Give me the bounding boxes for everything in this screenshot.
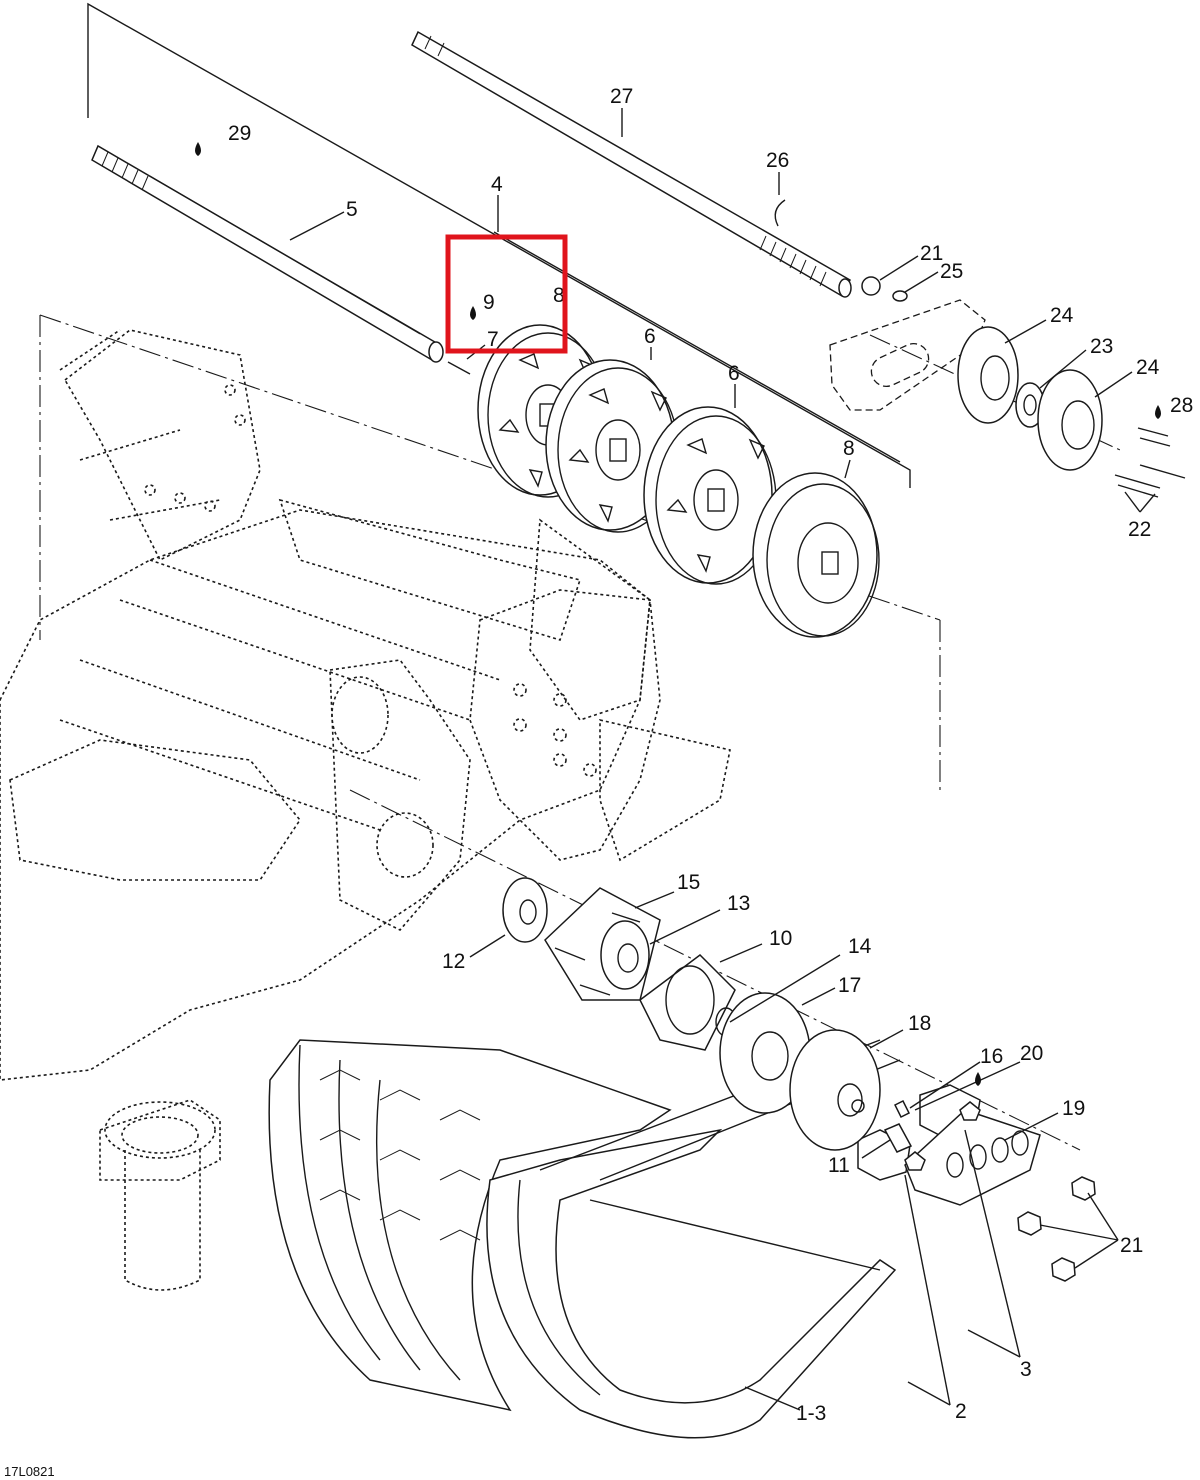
highlight-box xyxy=(445,234,568,354)
label-17: 17 xyxy=(838,974,861,997)
label-23: 23 xyxy=(1090,335,1113,358)
label-10: 10 xyxy=(769,927,792,950)
label-16: 16 xyxy=(980,1045,1003,1068)
label-1-3: 1-3 xyxy=(796,1402,826,1425)
grease-drop-icon xyxy=(1155,405,1161,419)
label-27: 27 xyxy=(610,85,633,108)
label-19: 19 xyxy=(1062,1097,1085,1120)
sprocket-right xyxy=(643,406,777,585)
label-24-lower: 24 xyxy=(1136,356,1160,379)
label-28: 28 xyxy=(1170,394,1193,417)
upper-bearing-assembly xyxy=(829,276,1186,498)
label-26: 26 xyxy=(766,149,789,172)
label-25: 25 xyxy=(940,260,963,283)
label-21-upper: 21 xyxy=(920,242,943,265)
shaft-5 xyxy=(91,144,471,375)
label-7: 7 xyxy=(487,328,499,351)
label-15: 15 xyxy=(677,871,700,894)
leader-lines xyxy=(289,108,1156,1411)
grease-drop-icon xyxy=(975,1072,981,1086)
label-21-lower: 21 xyxy=(1120,1234,1143,1257)
label-8: 8 xyxy=(843,437,855,460)
label-4: 4 xyxy=(491,173,503,196)
label-9: 9 xyxy=(483,291,495,314)
label-6-left: 6 xyxy=(644,325,656,348)
shaft-27 xyxy=(411,30,852,298)
label-11: 11 xyxy=(828,1154,850,1177)
label-13: 13 xyxy=(727,892,750,915)
grease-drop-icon xyxy=(470,306,476,320)
label-3: 3 xyxy=(1020,1358,1032,1381)
callout-labels: 27 29 26 4 5 21 25 9 8 7 6 24 23 24 6 28… xyxy=(228,85,1193,1425)
label-8-hidden: 8 xyxy=(553,284,565,307)
frame-holes xyxy=(144,384,597,777)
label-6-right: 6 xyxy=(728,362,740,385)
label-5: 5 xyxy=(346,198,358,221)
drive-track xyxy=(268,1039,901,1439)
label-14: 14 xyxy=(848,935,872,958)
lower-axle-assembly xyxy=(502,877,1096,1282)
idler-wheel-8 xyxy=(752,472,880,638)
label-12: 12 xyxy=(442,950,465,973)
grease-drop-icon xyxy=(195,142,201,156)
grease-drop-icons xyxy=(195,142,1161,1086)
label-29: 29 xyxy=(228,122,251,145)
chassis-frame xyxy=(0,329,731,1291)
label-22: 22 xyxy=(1128,518,1151,541)
label-20: 20 xyxy=(1020,1042,1043,1065)
label-24-upper: 24 xyxy=(1050,304,1074,327)
label-18: 18 xyxy=(908,1012,931,1035)
drawing-code: 17L0821 xyxy=(4,1464,55,1479)
label-2: 2 xyxy=(955,1400,967,1423)
